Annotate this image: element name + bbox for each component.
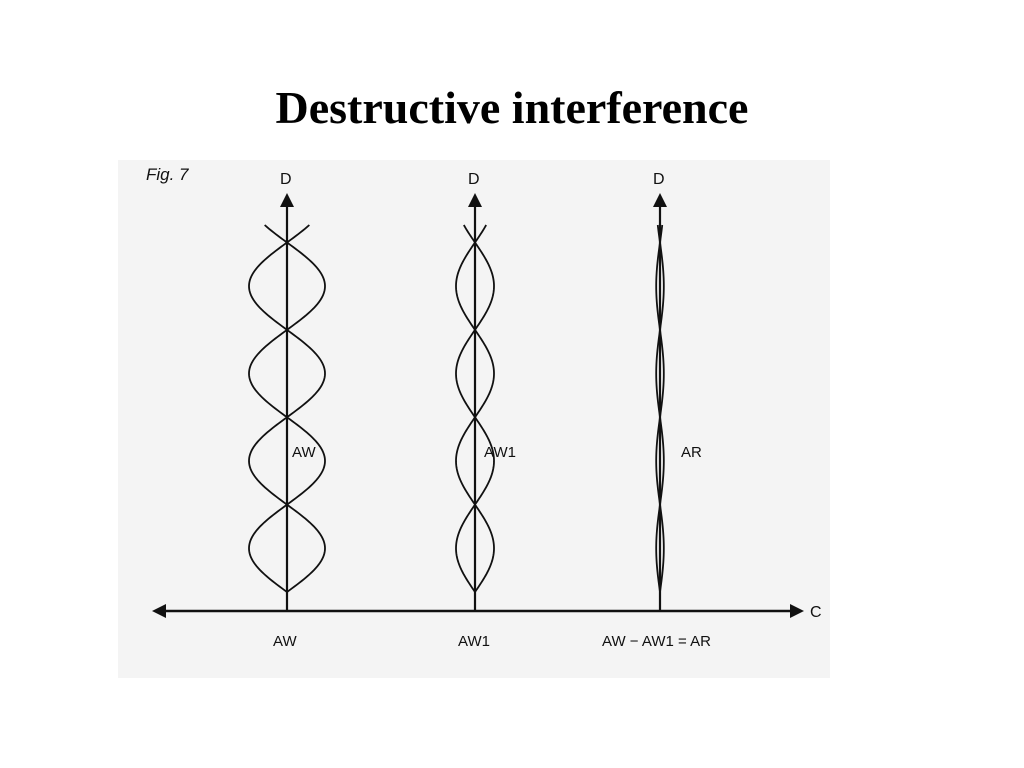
slide-title: Destructive interference (275, 82, 749, 133)
interference-figure: Fig. 7 C D AW AW D AW1 AW1 (118, 160, 830, 678)
c-axis-label: C (810, 604, 822, 621)
column-3: D AR AW − AW1 = AR (602, 171, 711, 650)
d-axis-label-2: D (468, 171, 480, 188)
column-1: D AW AW (248, 171, 326, 650)
c-axis-left-arrowhead (152, 604, 166, 618)
wave-aw1 (455, 224, 495, 593)
wave-aw (248, 224, 326, 593)
d-axis-arrowhead-3 (653, 193, 667, 207)
bottom-label-aw1: AW1 (458, 633, 490, 650)
c-axis-right-arrowhead (790, 604, 804, 618)
d-axis-label-3: D (653, 171, 665, 188)
d-axis-arrowhead-1 (280, 193, 294, 207)
bottom-label-ar-equation: AW − AW1 = AR (602, 633, 711, 650)
wave-label-aw: AW (292, 444, 316, 461)
bottom-label-aw: AW (273, 633, 297, 650)
column-2: D AW1 AW1 (455, 171, 516, 650)
figure-svg: Fig. 7 C D AW AW D AW1 AW1 (146, 165, 822, 650)
d-axis-label-1: D (280, 171, 292, 188)
wave-label-ar: AR (681, 444, 702, 461)
figure-caption: Fig. 7 (146, 165, 189, 184)
wave-ar (655, 224, 665, 593)
wave-label-aw1: AW1 (484, 444, 516, 461)
d-axis-arrowhead-2 (468, 193, 482, 207)
